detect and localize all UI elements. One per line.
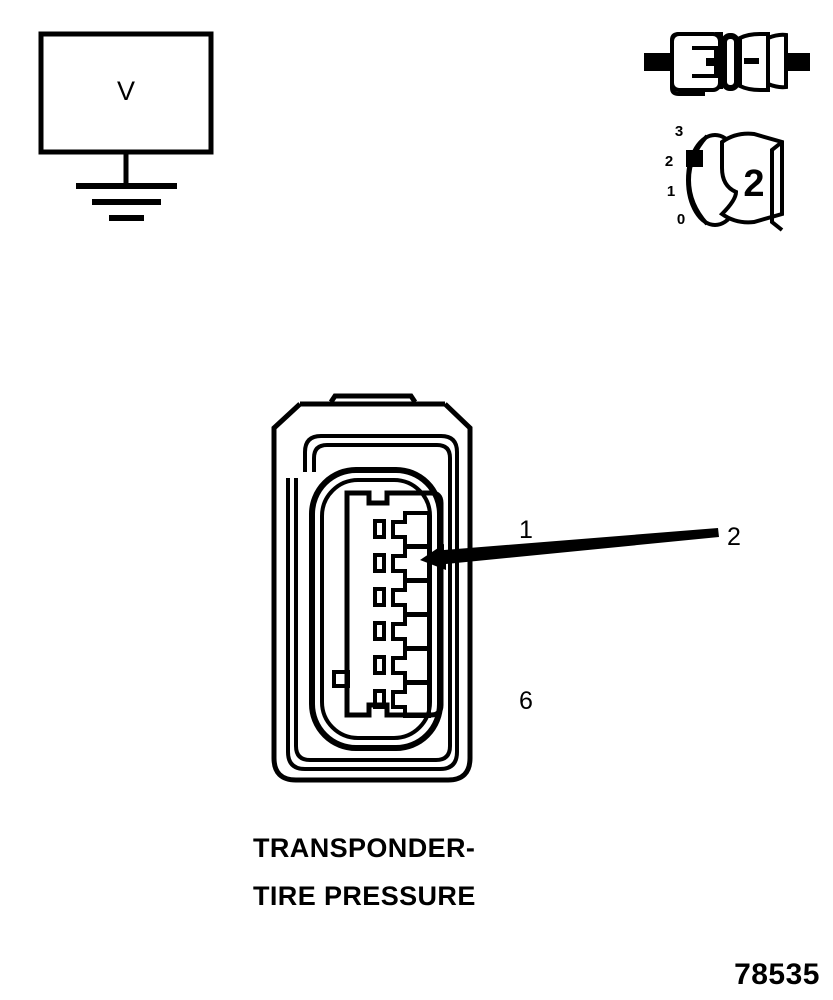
cavity-scale-label-2: 2 <box>665 153 673 170</box>
cavity-6-terminal <box>391 681 431 718</box>
caption-line-2: TIRE PRESSURE <box>253 881 476 911</box>
left-wire-stub <box>644 53 672 71</box>
cavity-position-marker <box>686 150 703 167</box>
seal-ring <box>721 33 740 91</box>
cavity-scale-label-3: 3 <box>675 123 683 140</box>
cavity-6[interactable] <box>373 681 431 718</box>
pin-label-last: 6 <box>519 687 533 715</box>
cavity-1-terminal <box>391 511 431 548</box>
cavity-5-slot <box>373 655 386 675</box>
mating-connector-icon <box>644 32 810 96</box>
cavity-3-slot <box>373 587 386 607</box>
cavity-2-slot <box>373 553 386 573</box>
right-connector-body <box>766 32 788 90</box>
callout-label: 2 <box>727 523 741 551</box>
cavity-3[interactable] <box>373 579 431 616</box>
cavity-5[interactable] <box>373 647 431 684</box>
cavity-6-slot <box>373 689 386 709</box>
connector-shell-line-3 <box>294 443 452 762</box>
figure-number: 78535 <box>734 958 820 991</box>
cavity-4-terminal <box>391 613 431 650</box>
callout-arrow <box>420 528 719 570</box>
caption-line-1: TRANSPONDER- <box>253 833 475 863</box>
cavity-4-slot <box>373 621 386 641</box>
voltmeter-label: V <box>117 76 135 106</box>
cavity-scale-label-1: 1 <box>667 183 675 200</box>
cavity-1-slot <box>373 519 386 539</box>
callout-arrow-shape <box>420 528 719 570</box>
cavity-2-terminal <box>391 545 431 582</box>
connector-top-tab <box>328 393 418 404</box>
latch-glyph <box>692 46 718 78</box>
cavity-3-terminal <box>391 579 431 616</box>
cavity-5-terminal <box>391 647 431 684</box>
connector-shell-line-2 <box>286 434 459 771</box>
connector-face-view <box>271 393 473 783</box>
terminal-ring-inner <box>686 134 709 226</box>
cavity-2[interactable] <box>373 545 431 582</box>
terminal-body <box>718 131 784 225</box>
cavity-indicator-number: 2 <box>743 163 764 205</box>
connector-outer-shell <box>271 402 473 783</box>
pin-label-first: 1 <box>519 516 533 544</box>
polarizing-tab <box>332 670 350 688</box>
cavity-1[interactable] <box>373 511 431 548</box>
terminal-body-edge <box>770 140 784 232</box>
connector-slot <box>744 58 759 64</box>
cavity-indicator: 3 2 1 0 2 <box>665 123 784 232</box>
cavity-4[interactable] <box>373 613 431 650</box>
right-wire-stub <box>785 53 810 71</box>
voltmeter-symbol <box>38 31 214 221</box>
cavity-scale-label-0: 0 <box>677 211 685 228</box>
